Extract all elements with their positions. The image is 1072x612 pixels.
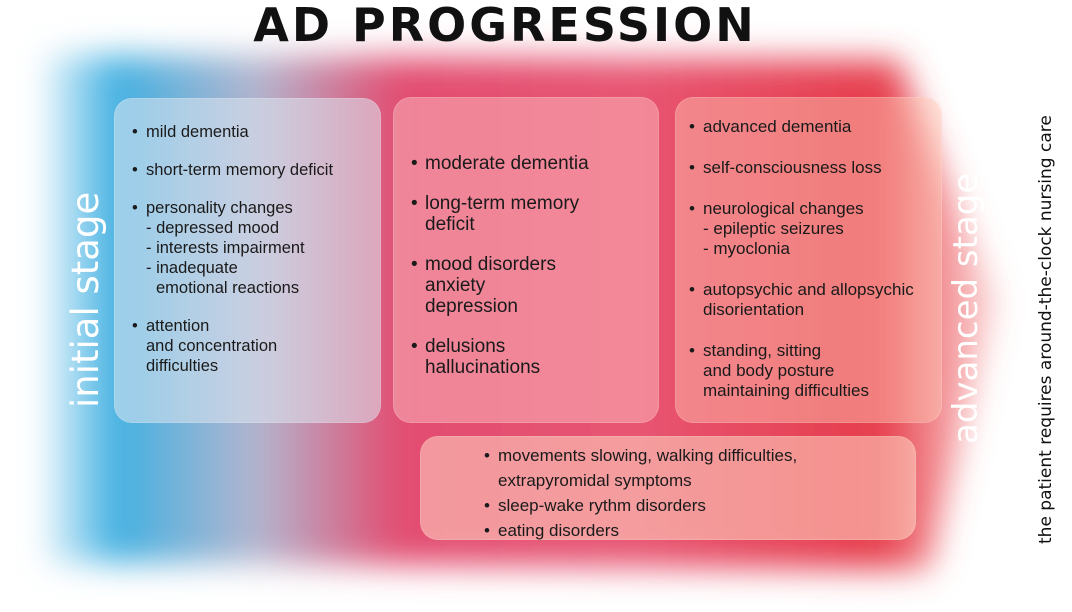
advanced-symptom-list: advanced dementia self-consciousness los… — [675, 97, 942, 401]
initial-stage-box: mild dementia short-term memory deficit … — [114, 98, 381, 423]
list-item: movements slowing, walking difficulties,… — [484, 443, 916, 493]
motor-symptoms-box: movements slowing, walking difficulties,… — [420, 436, 916, 543]
moderate-stage-box: moderate dementia long-term memory defic… — [393, 97, 659, 423]
list-item: short-term memory deficit — [132, 160, 381, 180]
list-item: sleep-wake rythm disorders — [484, 493, 916, 518]
initial-stage-label: initial stage — [64, 191, 107, 408]
list-item: eating disorders — [484, 518, 916, 543]
nursing-care-note: the patient requires around-the-clock nu… — [1036, 115, 1056, 544]
list-item: personality changes - depressed mood - i… — [132, 198, 381, 298]
list-item: mild dementia — [132, 122, 381, 142]
list-item: self-consciousness loss — [689, 158, 942, 178]
list-item: long-term memory deficit — [411, 193, 659, 235]
list-item: mood disorders anxiety depression — [411, 254, 659, 317]
moderate-symptom-list: moderate dementia long-term memory defic… — [393, 97, 659, 378]
motor-symptom-list: movements slowing, walking difficulties,… — [420, 436, 916, 543]
list-item: neurological changes - epileptic seizure… — [689, 199, 942, 259]
list-item: moderate dementia — [411, 153, 659, 174]
advanced-stage-box: advanced dementia self-consciousness los… — [675, 97, 942, 423]
initial-symptom-list: mild dementia short-term memory deficit … — [114, 98, 381, 376]
list-item: autopsychic and allopsychic disorientati… — [689, 280, 942, 320]
list-item: delusions hallucinations — [411, 336, 659, 378]
page-title: AD PROGRESSION — [253, 0, 757, 52]
list-item: standing, sitting and body posture maint… — [689, 341, 942, 401]
list-item: attention and concentration difficulties — [132, 316, 381, 376]
advanced-stage-label: advanced stage — [946, 172, 986, 444]
list-item: advanced dementia — [689, 117, 942, 137]
